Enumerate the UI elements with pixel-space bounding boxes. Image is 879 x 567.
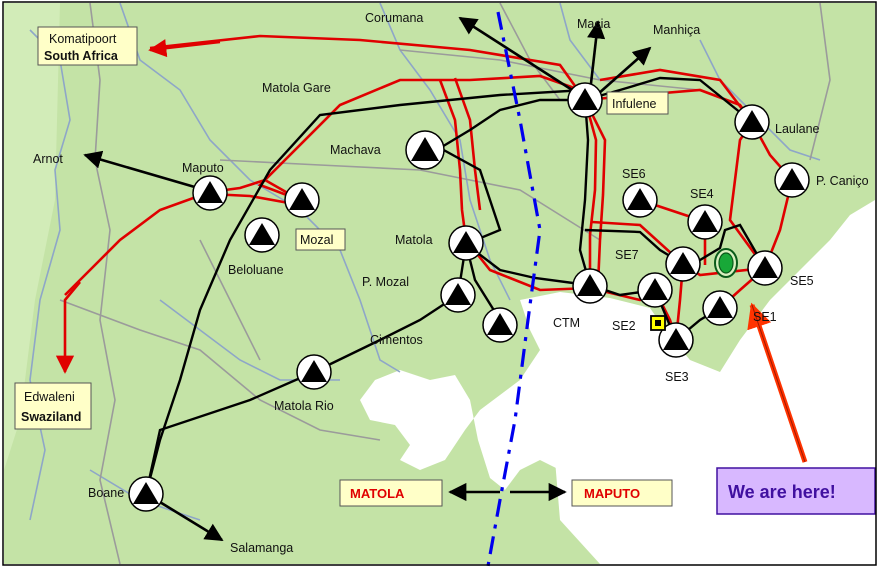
label-se3: SE3: [665, 370, 689, 384]
roads: [59, 2, 831, 565]
arrow-to-edwaleni: [55, 281, 81, 374]
label-p-canico: P. Caniço: [816, 174, 869, 188]
substation-ctm: [572, 268, 608, 304]
arrow-to-corumana: [458, 16, 581, 97]
label-maputo-substation: Maputo: [182, 161, 224, 175]
we-are-here-marker: [714, 248, 738, 278]
label-se6: SE6: [622, 167, 646, 181]
label-matola-rio: Matola Rio: [274, 399, 334, 413]
label-macia: Macia: [577, 17, 610, 31]
label-komatipoort: Komatipoort: [49, 32, 117, 46]
substation-markers: [128, 82, 810, 512]
arrow-to-salamanga: [149, 494, 224, 542]
label-manhica: Manhiça: [653, 23, 700, 37]
label-se1: SE1: [753, 310, 777, 324]
substation-se2: [637, 272, 673, 308]
substation-matola-rio: [296, 354, 332, 390]
substation-p-mozal: [440, 277, 476, 313]
label-salamanga: Salamanga: [230, 541, 293, 555]
label-machava: Machava: [330, 143, 381, 157]
label-city-matola: MATOLA: [350, 486, 405, 501]
label-arnot: Arnot: [33, 152, 63, 166]
city-matola-box: MATOLA: [339, 479, 443, 507]
label-infulene: Infulene: [612, 97, 657, 111]
substation-infulene: [567, 82, 603, 118]
edwaleni-box: Edwaleni Swaziland: [14, 382, 92, 430]
substation-boane: [128, 476, 164, 512]
substation-mozal-1: [284, 182, 320, 218]
arrow-to-komatipoort: [148, 39, 221, 58]
land-west-highlands: [4, 3, 60, 470]
label-edwaleni: Edwaleni: [24, 390, 75, 404]
substation-beloluane: [244, 217, 280, 253]
label-boane: Boane: [88, 486, 124, 500]
label-corumana: Corumana: [365, 11, 423, 25]
label-se4: SE4: [690, 187, 714, 201]
substation-maputo: [192, 175, 228, 211]
substation-se3: [658, 322, 694, 358]
municipal-border: [486, 11, 542, 567]
label-mozal: Mozal: [300, 233, 333, 247]
label-swaziland: Swaziland: [21, 410, 81, 424]
infulene-label-box: [606, 91, 669, 115]
mozal-label-box: [295, 228, 346, 251]
arrow-to-arnot: [83, 150, 206, 192]
substation-cimentos: [482, 307, 518, 343]
arrow-to-manhica: [597, 46, 652, 95]
substation-se1: [702, 290, 738, 326]
substation-matola: [448, 225, 484, 261]
label-matola-substation: Matola: [395, 233, 433, 247]
label-we-are-here: We are here!: [728, 482, 836, 502]
external-connection-arrows: [55, 16, 652, 542]
label-ctm: CTM: [553, 316, 580, 330]
arrow-to-macia: [587, 20, 606, 93]
substation-se4: [687, 204, 723, 240]
label-se7: SE7: [615, 248, 639, 262]
label-beloluane: Beloluane: [228, 263, 284, 277]
label-se2: SE2: [612, 319, 636, 333]
label-se5: SE5: [790, 274, 814, 288]
substation-laulane: [734, 104, 770, 140]
label-south-africa: South Africa: [44, 49, 119, 63]
city-maputo-box: MAPUTO: [571, 479, 673, 507]
substation-machava: [405, 130, 445, 170]
label-cimentos: Cimentos: [370, 333, 423, 347]
substation-se7: [665, 246, 701, 282]
we-are-here-callout: We are here!: [716, 467, 876, 515]
substation-se6: [622, 182, 658, 218]
label-matola-gare: Matola Gare: [262, 81, 331, 95]
komatipoort-box: Komatipoort South Africa: [37, 26, 138, 66]
substation-p-canico: [774, 162, 810, 198]
label-laulane: Laulane: [775, 122, 820, 136]
label-city-maputo: MAPUTO: [584, 486, 640, 501]
label-p-mozal: P. Mozal: [362, 275, 409, 289]
substation-se5: [747, 250, 783, 286]
